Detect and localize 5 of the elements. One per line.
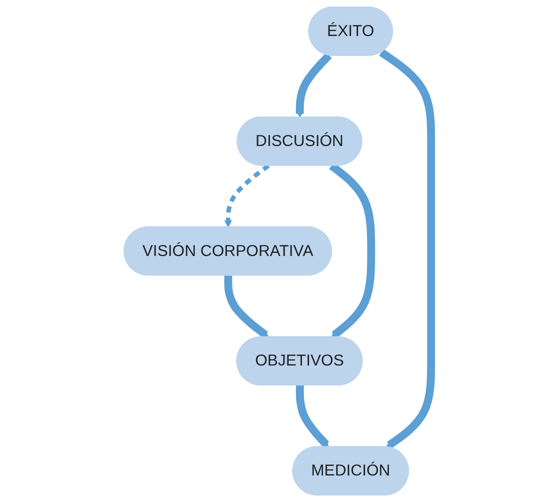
arrow: [224, 276, 270, 338]
arrow: [296, 52, 332, 118]
arrow: [296, 385, 330, 448]
arrow: [380, 49, 436, 448]
arrow: [224, 164, 270, 228]
